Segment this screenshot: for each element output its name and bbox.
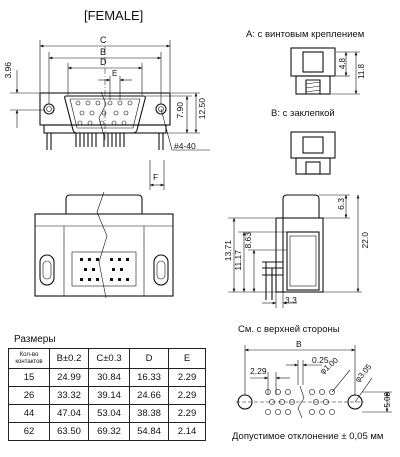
dim-48-label: 4.8 <box>338 58 347 70</box>
header-b: B±0.2 <box>49 348 89 369</box>
table-title: Размеры <box>14 334 56 345</box>
table-cell: 47.04 <box>49 404 89 423</box>
dim-118-label: 11.8 <box>357 64 366 79</box>
fp-229-label: 2.29 <box>250 366 267 376</box>
holes-label: #4-40 <box>174 141 196 151</box>
table-row: 62 63.50 69.32 54.84 2.14 <box>8 422 206 441</box>
dim-220-label: 22.0 <box>360 232 370 249</box>
table-cell: 39.14 <box>88 386 130 405</box>
table-cell: 33.32 <box>49 386 89 405</box>
pcb-footprint <box>236 345 392 419</box>
dim-863-label: 8.63 <box>243 232 253 249</box>
tolerance-note: Допустимое отклонение ± 0,05 мм <box>232 431 384 442</box>
table-cell: 2.29 <box>168 404 206 423</box>
table-header-row: Кол-во контактов B±0.2 C±0.3 D E <box>8 348 206 369</box>
front-view <box>10 40 210 190</box>
dim-63-label: 6.3 <box>336 198 346 210</box>
pin-grid <box>75 100 133 126</box>
table-row: 44 47.04 53.04 38.38 2.29 <box>8 404 206 423</box>
top-side-label: См. с верхней стороны <box>238 324 340 335</box>
table-cell: 62 <box>8 422 50 441</box>
dim-d-label: D <box>100 57 107 67</box>
fp-508-label: 5.08 <box>383 392 392 408</box>
dim-1250-label: 12.50 <box>197 98 207 120</box>
table-cell: 16.33 <box>129 368 169 387</box>
dimensions-table: Кол-во контактов B±0.2 C±0.3 D E 15 24.9… <box>8 348 206 441</box>
fp-025-label: 0.25 <box>312 355 329 365</box>
terminals <box>46 133 164 150</box>
footprint-pin-grid <box>265 389 335 415</box>
table-cell: 38.38 <box>129 404 169 423</box>
table-cell: 2.29 <box>168 386 206 405</box>
table-cell: 44 <box>8 404 50 423</box>
table-cell: 63.50 <box>49 422 89 441</box>
header-d: D <box>129 348 169 369</box>
dim-396-label: 3.96 <box>3 62 13 79</box>
page-title: [FEMALE] <box>84 8 144 23</box>
screw-view-label: A: с винтовым креплением <box>246 29 365 40</box>
header-contacts: Кол-во контактов <box>8 348 50 369</box>
table-cell: 53.04 <box>88 404 130 423</box>
table-cell: 2.29 <box>168 368 206 387</box>
dim-1117-label: 11.17 <box>233 250 243 271</box>
dim-1371-label: 13.71 <box>223 240 233 262</box>
rivet-view-label: B: с заклепкой <box>271 108 335 119</box>
lower-front-view <box>34 191 174 299</box>
header-e: E <box>168 348 206 369</box>
fp-b-label: B <box>296 339 302 349</box>
side-view <box>228 194 362 308</box>
table-row: 15 24.99 30.84 16.33 2.29 <box>8 368 206 387</box>
table-row: 26 33.32 39.14 24.66 2.29 <box>8 386 206 405</box>
dim-c-label: C <box>100 35 107 45</box>
header-c: C±0.3 <box>88 348 130 369</box>
dim-b-label: B <box>100 47 107 57</box>
lower-pin-grid <box>80 258 129 281</box>
table-cell: 15 <box>8 368 50 387</box>
table-cell: 69.32 <box>88 422 130 441</box>
rivet-view <box>290 131 336 175</box>
table-cell: 26 <box>8 386 50 405</box>
dim-33-label: 3.3 <box>285 295 297 305</box>
table-cell: 24.66 <box>129 386 169 405</box>
screw-view <box>290 47 360 95</box>
table-cell: 30.84 <box>88 368 130 387</box>
table-cell: 54.84 <box>129 422 169 441</box>
table-cell: 24.99 <box>49 368 89 387</box>
table-cell: 2.14 <box>168 422 206 441</box>
dim-e-label: E <box>112 69 118 78</box>
dim-790-label: 7.90 <box>175 102 185 119</box>
dim-f-label: F <box>153 172 159 182</box>
